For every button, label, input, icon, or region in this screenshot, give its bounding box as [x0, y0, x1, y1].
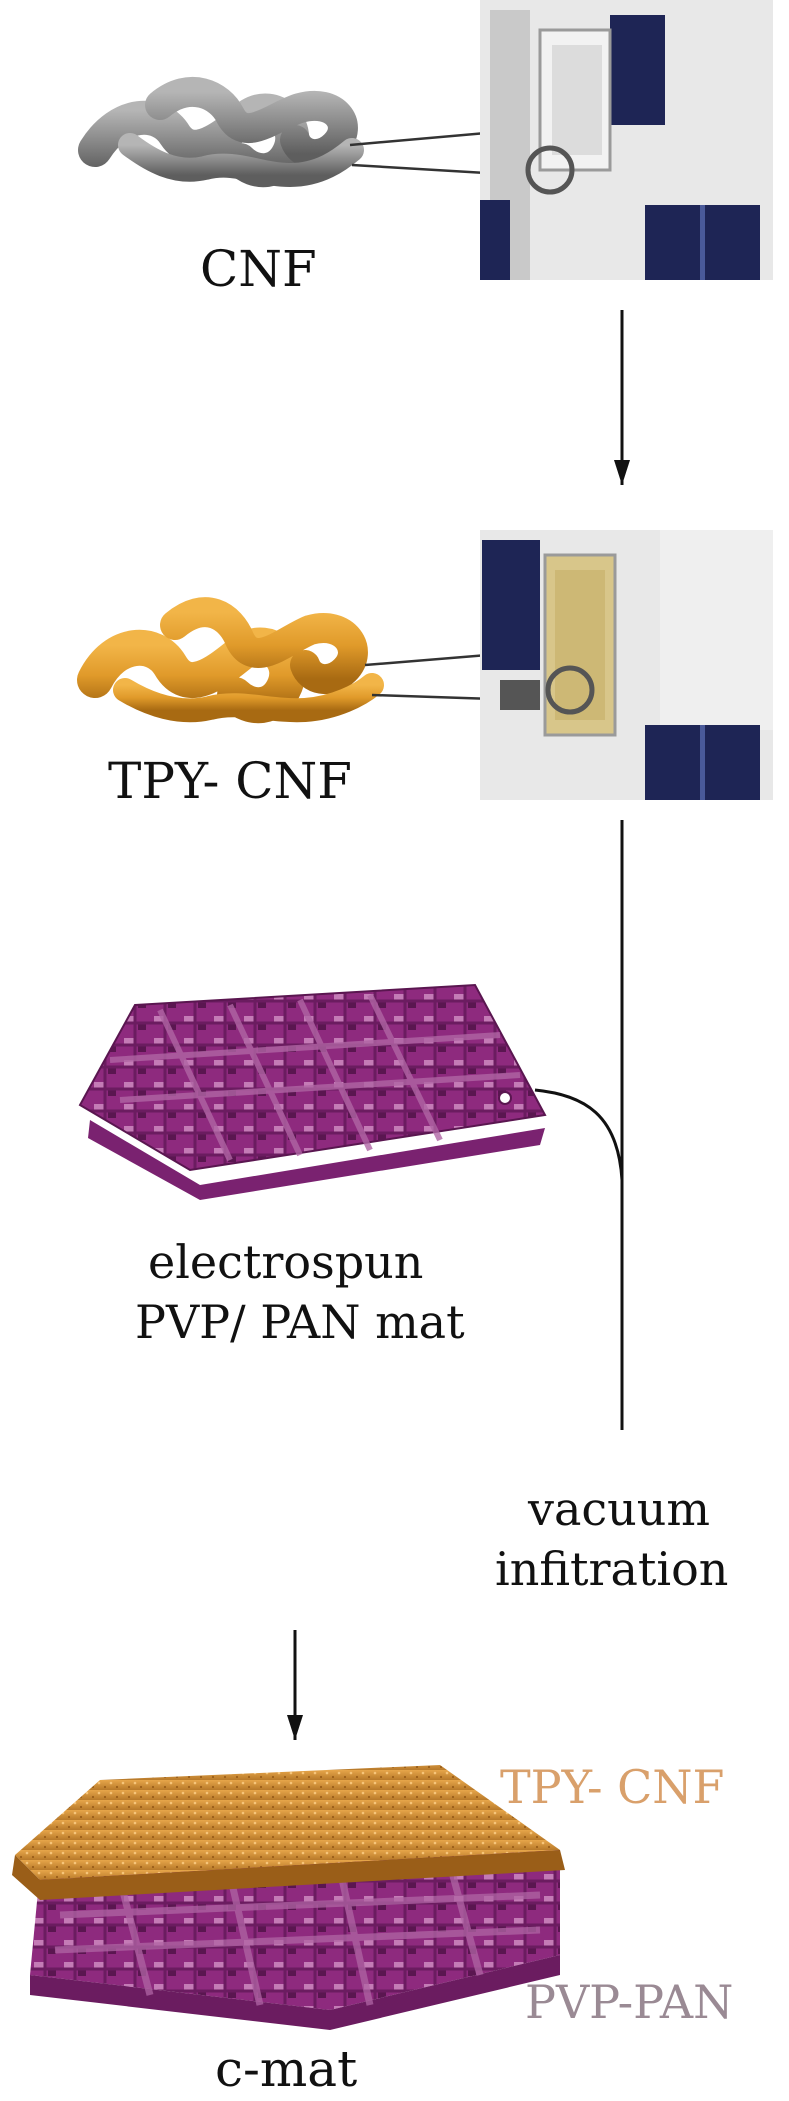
mat-connector-curve [534, 1088, 624, 1181]
cnf-vial-photo [480, 0, 773, 280]
cnf-label: CNF [200, 240, 317, 298]
layer-bottom-label: PVP-PAN [525, 1975, 734, 2029]
tpy-cnf-fiber-illustration [77, 597, 384, 724]
vacuum-label-line2: infitration [495, 1542, 729, 1596]
cnf-fiber-illustration [78, 76, 364, 188]
c-mat-label: c-mat [215, 2040, 358, 2098]
mat-label-line2: PVP/ PAN mat [135, 1295, 465, 1349]
layer-top-label: TPY- CNF [500, 1760, 725, 1814]
vacuum-label-line1: vacuum [528, 1482, 711, 1536]
composite-mat-illustration [12, 1765, 565, 2030]
tpy-cnf-label: TPY- CNF [108, 752, 352, 810]
pvp-pan-mat-illustration [78, 983, 547, 1200]
tpy-cnf-vial-photo [480, 530, 773, 800]
mat-label-line1: electrospun [148, 1235, 424, 1289]
